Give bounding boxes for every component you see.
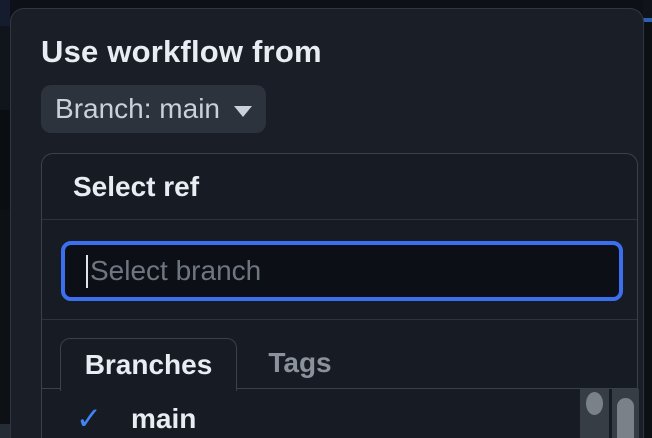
list-item-main[interactable]: ✓ main (42, 397, 572, 438)
tab-branches-label: Branches (84, 349, 213, 380)
tab-tags-label: Tags (268, 347, 332, 378)
page-background-strip (643, 0, 652, 18)
list-scrollbar-track[interactable] (580, 389, 609, 438)
page-background-accent-strip (641, 18, 652, 22)
ref-search-section (42, 221, 637, 320)
branch-search-field[interactable] (61, 241, 623, 301)
select-ref-title: Select ref (73, 170, 200, 202)
ref-selector-panel: Select ref Branches Tags ✓ main (41, 153, 639, 438)
page-background-strip (0, 26, 10, 110)
check-icon: ✓ (76, 400, 102, 437)
caret-down-icon (233, 105, 252, 117)
branch-selector-label: Branch: main (55, 93, 220, 124)
page-background-strip (0, 210, 10, 424)
list-scrollbar-thumb[interactable] (586, 392, 603, 415)
page-background-strip (0, 110, 10, 210)
page-background-strip (0, 424, 10, 438)
branch-selector-button[interactable]: Branch: main (41, 85, 266, 133)
text-cursor (86, 254, 88, 288)
tab-tags[interactable]: Tags (238, 338, 362, 388)
page-background-strip (645, 22, 652, 438)
use-workflow-from-label: Use workflow from (41, 34, 322, 69)
tab-branches[interactable]: Branches (60, 338, 237, 391)
page-background-strip (0, 0, 10, 26)
branch-name-label: main (131, 402, 197, 434)
panel-scrollbar-track[interactable] (612, 389, 639, 438)
ref-type-tabnav: Branches Tags (42, 321, 637, 391)
branch-list: ✓ main (42, 389, 639, 438)
ref-selector-header: Select ref (42, 154, 637, 220)
panel-scrollbar-thumb[interactable] (617, 398, 634, 438)
run-workflow-dropdown: Use workflow from Branch: main Select re… (10, 8, 644, 438)
branch-search-input[interactable] (88, 245, 619, 297)
